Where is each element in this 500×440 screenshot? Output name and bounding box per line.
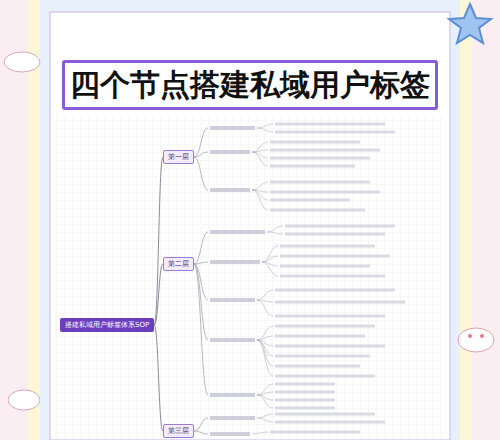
node-label: 第一层 (168, 152, 189, 162)
title-text: 四个节点搭建私域用户标签 (70, 65, 430, 106)
sub-branch-lines (194, 123, 405, 437)
node-label: 第三层 (168, 426, 189, 436)
branch-connector (154, 264, 163, 325)
level-node: 第三层 (163, 424, 194, 438)
root-node: 搭建私域用户标签体系SOP (60, 318, 154, 332)
yellow-band (28, 0, 472, 440)
cloud-decoration (4, 52, 494, 410)
card (50, 12, 450, 440)
title-box: 四个节点搭建私域用户标签 (62, 60, 438, 110)
star-decoration (449, 4, 491, 43)
node-label: 搭建私域用户标签体系SOP (65, 320, 149, 330)
level-node: 第二层 (163, 257, 194, 271)
level-node: 第一层 (163, 150, 194, 164)
branch-connector (154, 157, 163, 325)
grid-area (55, 116, 445, 440)
branch-connector (154, 325, 163, 431)
blue-band (40, 0, 460, 440)
node-label: 第二层 (168, 259, 189, 269)
